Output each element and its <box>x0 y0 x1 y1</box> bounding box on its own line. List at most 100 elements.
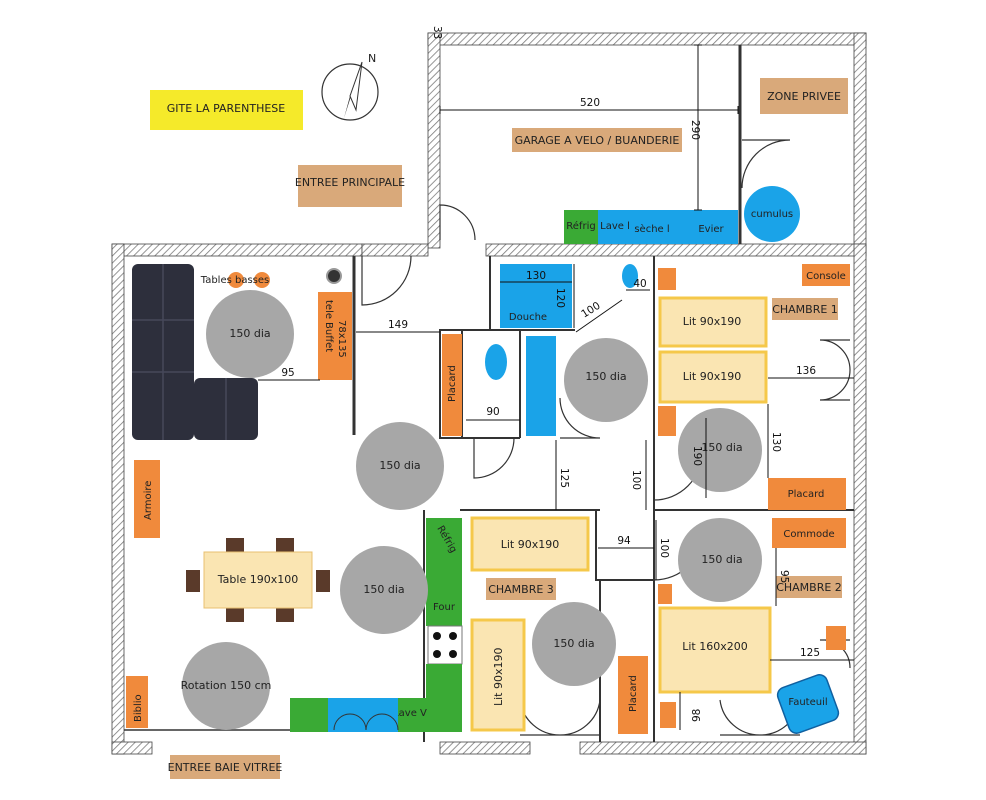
wall-house-top-right <box>485 243 867 257</box>
circle-living-1 <box>206 290 294 378</box>
garage-label: GARAGE A VELO / BUANDERIE <box>515 134 680 147</box>
fauteuil <box>776 674 840 734</box>
placard-ch1-label: Placard <box>788 489 825 500</box>
dim-130-ch1: 130 <box>770 432 782 452</box>
nightstand-ch1-b <box>658 406 676 436</box>
circle-living-2-label: 150 dia <box>379 459 420 472</box>
wall-garage-right <box>853 32 867 249</box>
lit-ch1-a <box>658 296 768 348</box>
lave-linge <box>598 210 632 244</box>
buffet <box>318 292 352 380</box>
wall-house-bottom-mid <box>439 741 531 755</box>
douche <box>500 264 572 328</box>
wall-garage-left <box>427 32 441 249</box>
circle-living-3-label: 150 dia <box>363 583 404 596</box>
cooktop-burners <box>433 632 457 658</box>
lave-vaisselle <box>398 698 458 732</box>
circle-ch2-label: 150 dia <box>701 553 742 566</box>
zone-privee-label: ZONE PRIVEE <box>767 90 841 103</box>
wall-house-bottom-left <box>111 741 153 755</box>
side-ch2 <box>826 626 846 650</box>
placard-bath-label: Placard <box>447 365 458 402</box>
lit-ch2-label: Lit 160x200 <box>682 640 748 653</box>
cumulus-label: cumulus <box>751 209 793 220</box>
walls <box>111 32 867 755</box>
compass-n-label: N <box>368 52 376 65</box>
circle-ch3 <box>532 602 616 686</box>
lit-ch3-a <box>470 516 590 572</box>
wall-house-bottom-right <box>579 741 867 755</box>
door-ch3-window <box>519 699 601 736</box>
nightstand-ch2 <box>658 584 672 604</box>
circle-ch2 <box>678 518 762 602</box>
fauteuil-label: Fauteuil <box>788 697 827 708</box>
placard-bath <box>442 334 462 436</box>
circle-ch1-label: 150 dia <box>701 441 742 454</box>
console-label: Console <box>806 271 846 282</box>
dim-149: 149 <box>388 319 408 331</box>
door-main-entry <box>361 255 412 306</box>
biblio <box>126 676 148 728</box>
dim-125-ch2: 125 <box>800 647 820 659</box>
table-basse-2 <box>254 272 270 288</box>
lamp-icon <box>326 268 342 284</box>
sofa-cushion-lines <box>132 264 227 440</box>
refrig-garage <box>564 210 598 244</box>
lit-ch3-b <box>470 618 526 732</box>
gite-label-box <box>150 90 303 130</box>
toilet-icon <box>485 344 507 380</box>
circles <box>182 290 762 730</box>
evier <box>682 210 738 244</box>
commode <box>772 518 846 548</box>
cooktop <box>427 625 463 665</box>
nightstand-ch1 <box>658 268 676 290</box>
commode-label: Commode <box>783 529 834 540</box>
dim-130-shower: 130 <box>526 270 546 282</box>
wall-house-top-left <box>111 243 363 257</box>
toilet-top-icon <box>622 264 638 288</box>
dim-190-ch1: 190 <box>691 446 703 466</box>
buffet-label: Buffet <box>323 322 334 352</box>
biblio-label: Biblio <box>133 694 144 722</box>
chambre1-label: CHAMBRE 1 <box>772 303 838 316</box>
table-basse-1 <box>228 272 244 288</box>
bath-counter <box>526 336 556 436</box>
armoire-label: Armoire <box>143 481 154 520</box>
refrig-living <box>290 698 328 732</box>
dining-table-label: Table 190x100 <box>217 573 298 586</box>
seche-linge <box>632 210 682 244</box>
compass-needle-outline <box>349 61 363 112</box>
dim-33: 33 <box>431 26 443 39</box>
chambre1-box <box>772 298 838 320</box>
wall-garage-top <box>427 32 867 46</box>
dim-90: 90 <box>486 406 499 418</box>
dimension-lines <box>258 44 854 730</box>
dim-120-shower: 120 <box>554 288 566 308</box>
sink-kitchen-arc <box>333 713 399 731</box>
door-shower <box>559 397 601 439</box>
circle-shower <box>564 338 648 422</box>
dim-95-living: 95 <box>281 367 294 379</box>
lit-ch1-b <box>658 350 768 404</box>
lit-ch3-b-label: Lit 90x190 <box>492 648 505 707</box>
dim-98: 98 <box>691 709 703 722</box>
door-garage-entry <box>439 204 476 241</box>
door-bath <box>473 437 515 479</box>
dim-40: 40 <box>633 278 646 290</box>
compass-ring <box>321 63 379 121</box>
douche-label: Douche <box>509 312 547 323</box>
chambre2-box <box>776 576 842 598</box>
circle-ch1 <box>678 408 762 492</box>
dining-table <box>203 551 313 609</box>
placard-ch1 <box>768 478 846 510</box>
entree-baie-box <box>170 755 280 779</box>
console <box>802 264 850 286</box>
buffet-dim-label: 78x135 <box>336 320 347 358</box>
garage-label-box <box>512 128 682 152</box>
zone-privee-box <box>760 78 848 114</box>
refrig-garage-label: Réfrig <box>566 220 595 232</box>
dim-100-hall: 100 <box>630 470 642 490</box>
dim-100-ch2: 100 <box>658 538 670 558</box>
